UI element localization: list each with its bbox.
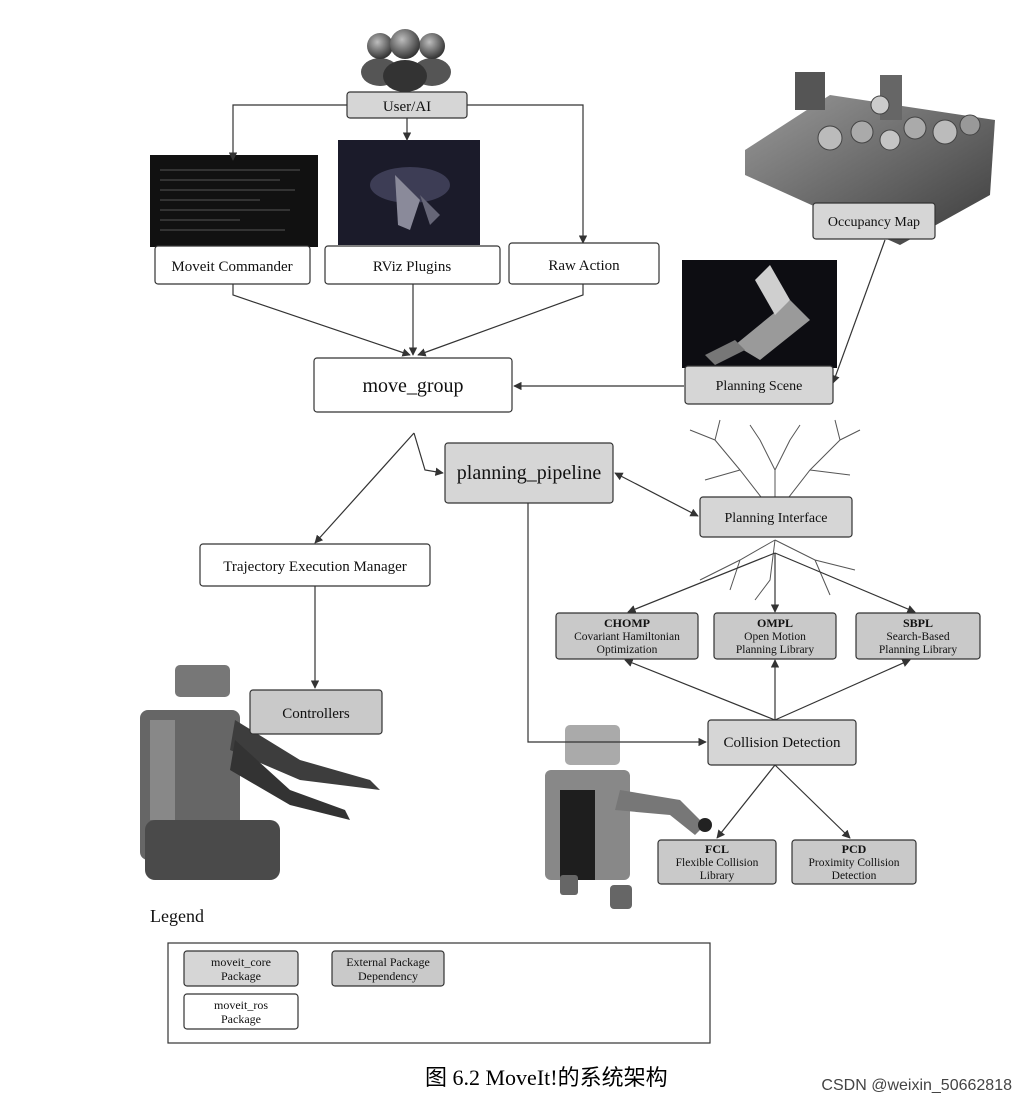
node-chomp: CHOMP Covariant Hamiltonian Optimization <box>555 612 699 660</box>
legend-core-line2: Package <box>221 969 261 983</box>
figure-caption: 图 6.2 MoveIt!的系统架构 <box>425 1065 668 1090</box>
node-fcl-title: FCL <box>705 842 729 856</box>
node-collision-detection: Collision Detection <box>707 719 857 766</box>
node-rviz-plugins: RViz Plugins <box>324 245 501 285</box>
edges <box>228 104 916 839</box>
users-icon <box>361 29 451 92</box>
rviz-screenshot-image <box>338 140 480 245</box>
node-move-group-label: move_group <box>362 375 463 397</box>
node-planning-pipeline-label: planning_pipeline <box>457 462 602 484</box>
node-sbpl-line2: Planning Library <box>879 644 957 656</box>
node-planning-interface: Planning Interface <box>699 496 853 538</box>
node-trajectory-execution-manager: Trajectory Execution Manager <box>199 543 431 587</box>
legend-title: Legend <box>150 906 204 926</box>
node-move-group: move_group <box>313 357 513 413</box>
legend-core-package: moveit_core Package <box>183 950 299 987</box>
node-chomp-line1: Covariant Hamiltonian <box>574 631 680 643</box>
legend-ros-line2: Package <box>221 1012 261 1026</box>
node-occupancy-map-label: Occupancy Map <box>828 215 920 230</box>
planning-scene-image <box>682 260 837 368</box>
node-user-ai: User/AI <box>346 91 468 119</box>
node-fcl-line1: Flexible Collision <box>676 857 759 869</box>
node-sbpl-line1: Search-Based <box>886 631 949 643</box>
legend-ros-line1: moveit_ros <box>214 998 268 1012</box>
node-pcd: PCD Proximity Collision Detection <box>791 839 917 885</box>
node-planning-scene-label: Planning Scene <box>716 379 803 394</box>
node-planning-pipeline: planning_pipeline <box>444 442 614 504</box>
node-planning-interface-label: Planning Interface <box>724 511 827 526</box>
node-planning-scene: Planning Scene <box>684 365 834 405</box>
node-occupancy-map: Occupancy Map <box>812 202 936 240</box>
node-pcd-line2: Detection <box>832 870 877 882</box>
watermark: CSDN @weixin_50662818 <box>821 1077 1012 1094</box>
node-controllers: Controllers <box>249 689 383 735</box>
legend-external-dependency: External Package Dependency <box>331 950 445 987</box>
node-trajectory-execution-manager-label: Trajectory Execution Manager <box>223 559 407 575</box>
node-fcl-line2: Library <box>700 870 735 882</box>
node-ompl-line1: Open Motion <box>744 631 806 643</box>
legend-ros-package: moveit_ros Package <box>183 993 299 1030</box>
node-collision-detection-label: Collision Detection <box>723 735 841 751</box>
node-raw-action-label: Raw Action <box>548 258 620 274</box>
node-controllers-label: Controllers <box>282 706 350 722</box>
node-sbpl-title: SBPL <box>903 616 933 630</box>
node-ompl-title: OMPL <box>757 616 793 630</box>
node-chomp-title: CHOMP <box>604 616 650 630</box>
node-pcd-title: PCD <box>842 842 867 856</box>
node-ompl: OMPL Open Motion Planning Library <box>713 612 837 660</box>
node-sbpl: SBPL Search-Based Planning Library <box>855 612 981 660</box>
node-chomp-line2: Optimization <box>597 644 658 656</box>
node-user-ai-label: User/AI <box>383 99 431 115</box>
legend-box: moveit_core Package External Package Dep… <box>167 942 711 1044</box>
node-raw-action: Raw Action <box>508 242 660 285</box>
node-moveit-commander-label: Moveit Commander <box>171 259 292 275</box>
node-rviz-plugins-label: RViz Plugins <box>373 259 451 275</box>
pr2-robot-image <box>140 665 380 880</box>
node-ompl-line2: Planning Library <box>736 644 814 656</box>
legend-external-line2: Dependency <box>358 969 418 983</box>
terminal-screenshot-image <box>150 155 318 247</box>
legend-core-line1: moveit_core <box>211 955 271 969</box>
node-pcd-line1: Proximity Collision <box>808 857 899 869</box>
pr2-robot-collision-image <box>545 725 712 909</box>
node-moveit-commander: Moveit Commander <box>154 245 311 285</box>
legend-external-line1: External Package <box>346 955 430 969</box>
node-fcl: FCL Flexible Collision Library <box>657 839 777 885</box>
planning-tree-image <box>689 419 861 601</box>
